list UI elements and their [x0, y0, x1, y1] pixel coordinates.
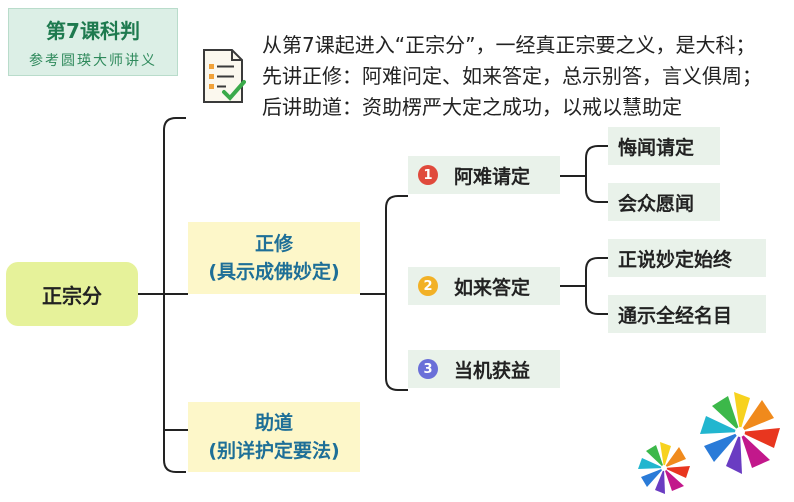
- root-node: 正宗分: [6, 262, 138, 326]
- intro-line: 先讲正修：阿难问定、如来答定，总示别答，言义俱周；: [262, 64, 762, 88]
- leaf-node: 悔闻请定: [608, 127, 720, 165]
- section-number-badge: 1: [418, 165, 438, 185]
- section-node: 1 阿难请定: [408, 156, 560, 194]
- branch-main: 正修 (具示成佛妙定): [188, 222, 360, 294]
- leaf-node: 正说妙定始终: [608, 239, 766, 277]
- section-label: 阿难请定: [454, 165, 531, 188]
- intro-text: 从第7课起进入“正宗分”，一经真正宗要之义，是大科； 先讲正修：阿难问定、如来答…: [262, 30, 762, 123]
- section-label: 当机获益: [454, 359, 531, 382]
- intro-line: 后讲助道：资助楞严大定之成功，以戒以慧助定: [262, 95, 682, 119]
- flower-decoration-icon: [638, 392, 780, 494]
- section-label: 如来答定: [454, 276, 531, 299]
- section-number-badge: 2: [418, 276, 438, 296]
- branch-main-title: 正修: [254, 233, 293, 255]
- branch-main-note: (具示成佛妙定): [208, 261, 340, 283]
- leaf-node: 会众愿闻: [608, 183, 720, 221]
- branch-aid-title: 助道: [254, 412, 293, 434]
- branch-aid: 助道 (别详护定要法): [188, 402, 360, 472]
- leaf-node: 通示全经名目: [608, 295, 766, 333]
- document-checklist-icon: [203, 49, 246, 103]
- section-number-badge: 3: [418, 359, 438, 379]
- section-node: 2 如来答定: [408, 267, 560, 305]
- section-node: 3 当机获益: [408, 350, 560, 388]
- lesson-title: 第7课科判: [46, 19, 140, 43]
- lesson-subtitle: 参考圆瑛大师讲义: [29, 53, 157, 69]
- lesson-title-box: 第7课科判 参考圆瑛大师讲义: [8, 8, 178, 76]
- intro-line: 从第7课起进入“正宗分”，一经真正宗要之义，是大科；: [262, 33, 756, 57]
- branch-aid-note: (别详护定要法): [208, 440, 340, 462]
